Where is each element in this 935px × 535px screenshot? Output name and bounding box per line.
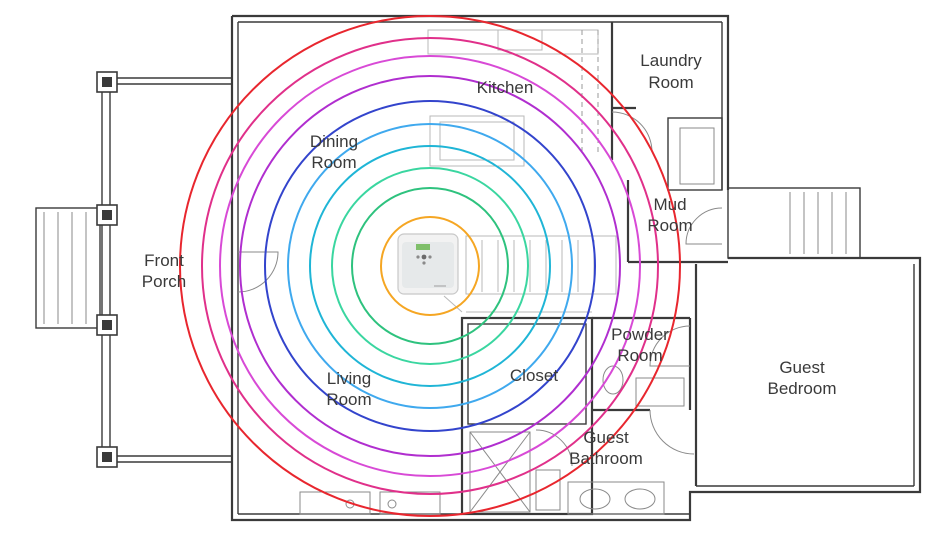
coverage-ring xyxy=(201,37,659,495)
coverage-ring xyxy=(179,15,681,517)
front-porch-structure xyxy=(35,71,232,468)
room-labels: Kitchen Laundry Room Dining Room Mud Roo… xyxy=(142,51,837,468)
front-porch-label-line2: Porch xyxy=(142,272,186,291)
front-porch-label-line1: Front xyxy=(144,251,184,270)
coverage-ring xyxy=(309,145,551,387)
dining-room-label-line2: Room xyxy=(311,153,356,172)
laundry-room-label-line1: Laundry xyxy=(640,51,702,70)
laundry-room-label-line2: Room xyxy=(648,73,693,92)
guest-bedroom-label-line2: Bedroom xyxy=(768,379,837,398)
coverage-ring xyxy=(351,187,509,345)
coverage-ring xyxy=(380,216,480,316)
living-room-label-line1: Living xyxy=(327,369,371,388)
guest-bathroom-label-line1: Guest xyxy=(583,428,629,447)
mud-room-label-line2: Room xyxy=(647,216,692,235)
closet-label: Closet xyxy=(510,366,558,385)
interior-walls xyxy=(299,22,728,516)
kitchen-label: Kitchen xyxy=(477,78,534,97)
wifi-access-point-icon xyxy=(397,233,459,295)
dining-room-label-line1: Dining xyxy=(310,132,358,151)
coverage-ring xyxy=(264,100,596,432)
mud-room-label-line1: Mud xyxy=(653,195,686,214)
coverage-ring xyxy=(287,123,573,409)
coverage-ring xyxy=(331,167,529,365)
guest-bathroom-label-line2: Bathroom xyxy=(569,449,643,468)
powder-room-label-line2: Room xyxy=(617,346,662,365)
mud-room-deck xyxy=(727,187,861,259)
powder-room-label-line1: Powder xyxy=(611,325,669,344)
living-room-label-line2: Room xyxy=(326,390,371,409)
coverage-ring xyxy=(239,75,621,457)
door-swings xyxy=(237,111,723,467)
wifi-coverage-rings xyxy=(179,15,681,517)
guest-bedroom-label-line1: Guest xyxy=(779,358,825,377)
coverage-ring xyxy=(219,55,641,477)
